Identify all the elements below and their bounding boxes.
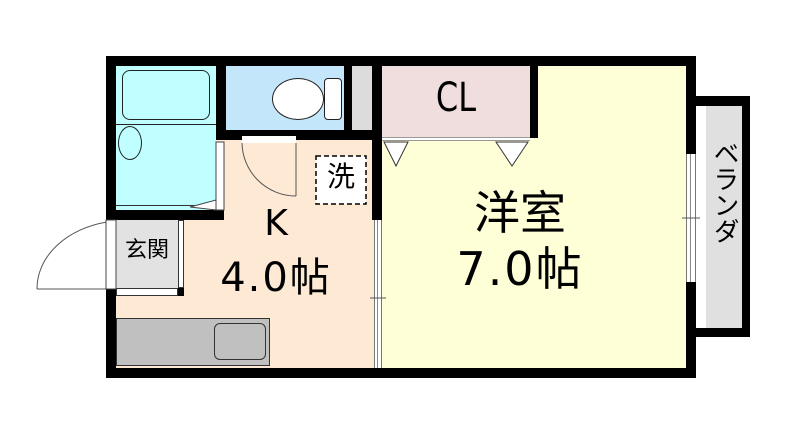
balcony-wall-bottom [696, 328, 750, 337]
label-entrance: 玄関 [124, 238, 169, 263]
wall-bottom [106, 368, 696, 378]
closet-fill [382, 66, 530, 138]
wall-closet-right [530, 56, 538, 138]
label-kitchen-size: 4.0帖 [220, 255, 332, 301]
wall-kitchen-room-upper [372, 56, 382, 220]
wall-entrance-post [176, 288, 184, 296]
toilet-tank [324, 78, 342, 120]
toilet-bowl [272, 78, 324, 120]
washbasin [118, 126, 142, 160]
wall-top-left [106, 56, 696, 66]
label-closet: CL [435, 75, 477, 121]
label-western-room-name: 洋室 [474, 186, 566, 240]
label-balcony: ベランダ [709, 140, 739, 244]
wall-bath-right [216, 56, 226, 140]
closet-rail [382, 137, 530, 141]
label-kitchen-name: K [264, 203, 288, 244]
balcony-wall-right [742, 96, 750, 337]
entrance-sill [116, 288, 178, 296]
sliding-door-k[interactable] [374, 220, 382, 368]
wall-bath-bottom [106, 210, 224, 220]
kitchen-sink [214, 323, 266, 360]
entrance [116, 220, 178, 288]
wall-right-upper [686, 56, 696, 154]
label-western-room-size: 7.0帖 [456, 242, 584, 296]
balcony-wall-top [696, 96, 750, 106]
wall-left-lower [106, 288, 116, 378]
wall-left-upper [106, 56, 116, 220]
entrance-wall-white [178, 220, 184, 288]
wall-toilet-right [344, 56, 352, 140]
sliding-door-line [377, 220, 378, 368]
storage-strip [352, 66, 372, 130]
label-washer: 洗 [326, 160, 355, 193]
bath-divider [116, 124, 216, 125]
wall-toilet-bottom [216, 130, 382, 140]
balcony [706, 106, 742, 328]
wall-right-lower [686, 282, 696, 378]
bathtub [122, 70, 210, 120]
bath-line [116, 205, 216, 207]
